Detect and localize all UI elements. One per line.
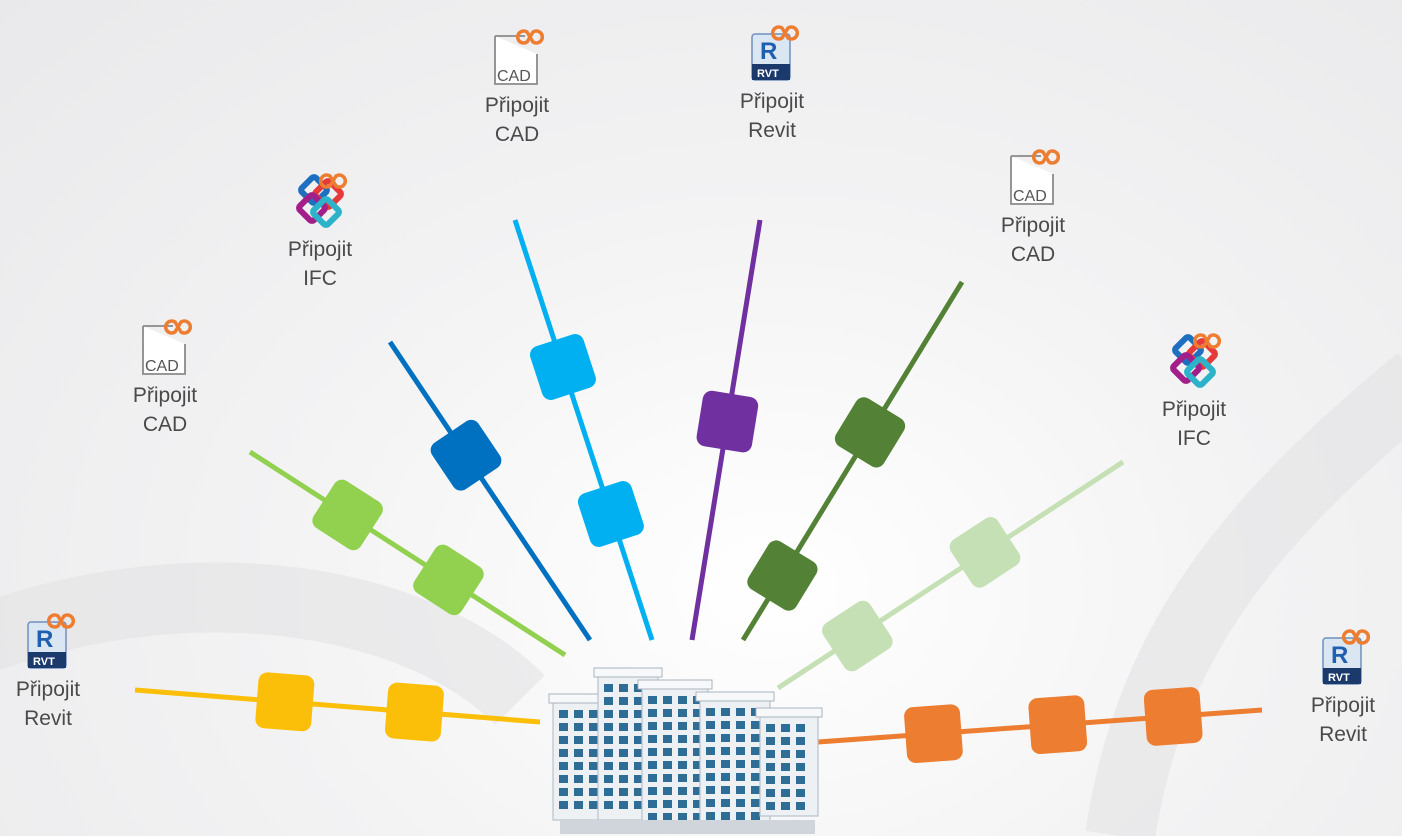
connector-line — [248, 449, 567, 658]
connector-lines — [134, 219, 1263, 763]
link-label-format: Revit — [24, 707, 72, 730]
connector-ifc-left — [387, 340, 593, 642]
building-shape — [548, 667, 823, 834]
link-label-format: IFC — [303, 267, 337, 290]
link-label-action: Připojit — [739, 90, 805, 113]
connector-square — [1143, 687, 1203, 746]
link-label-action: Připojit — [287, 238, 353, 261]
svg-text:CAD: CAD — [1013, 188, 1047, 205]
connector-line — [387, 340, 593, 642]
ifc-link-icon — [1170, 333, 1221, 388]
link-label-action: Připojit — [484, 94, 550, 117]
connector-cad-left — [248, 449, 567, 658]
connector-square — [949, 517, 1021, 588]
link-label-format: CAD — [142, 413, 188, 436]
link-label-format: Revit — [748, 119, 796, 142]
connector-square — [255, 672, 315, 732]
svg-text:R: R — [760, 38, 777, 65]
connector-revit-left — [134, 672, 541, 742]
background-swoosh — [0, 352, 1402, 836]
svg-text:CAD: CAD — [145, 358, 179, 375]
connector-square — [430, 419, 502, 491]
rvt-link-icon: R RVT — [751, 25, 799, 81]
link-label-format: CAD — [494, 123, 540, 146]
cad-link-icon: CAD — [142, 319, 192, 375]
connector-square — [529, 334, 596, 400]
ifc-link-icon — [296, 173, 347, 228]
svg-text:RVT: RVT — [33, 656, 55, 668]
connector-square — [822, 600, 893, 672]
connector-ifc-right — [776, 459, 1125, 691]
connector-revit-right — [817, 687, 1263, 763]
connector-square — [904, 704, 963, 763]
link-label-action: Připojit — [132, 384, 198, 407]
link-label-action: Připojit — [15, 678, 81, 701]
connector-square — [385, 682, 444, 742]
cad-link-icon: CAD — [494, 29, 544, 85]
svg-text:RVT: RVT — [1328, 672, 1350, 684]
rvt-link-icon: R RVT — [1322, 629, 1370, 685]
link-label-action: Připojit — [1161, 398, 1227, 421]
svg-text:R: R — [36, 626, 53, 653]
svg-text:CAD: CAD — [497, 68, 531, 85]
connector-cad-top — [512, 219, 655, 641]
connector-square — [413, 544, 484, 616]
link-label-action: Připojit — [1000, 214, 1066, 237]
svg-text:R: R — [1331, 642, 1348, 669]
connector-square — [577, 481, 644, 547]
link-label-format: CAD — [1010, 243, 1056, 266]
connector-square — [834, 397, 906, 468]
svg-text:RVT: RVT — [757, 68, 779, 80]
link-label-format: Revit — [1319, 723, 1367, 746]
cad-link-icon: CAD — [1010, 149, 1060, 205]
connector-square — [747, 540, 818, 611]
rvt-link-icon: R RVT — [27, 613, 75, 669]
connector-square — [1028, 695, 1088, 755]
link-label-format: IFC — [1177, 427, 1211, 450]
connector-revit-top — [689, 219, 763, 641]
link-label-action: Připojit — [1310, 694, 1376, 717]
building-icon — [548, 667, 823, 834]
connector-line — [512, 219, 655, 641]
connector-cad-right — [740, 280, 965, 642]
connector-square — [312, 479, 383, 551]
connector-square — [696, 390, 759, 453]
connector-line — [134, 687, 541, 725]
